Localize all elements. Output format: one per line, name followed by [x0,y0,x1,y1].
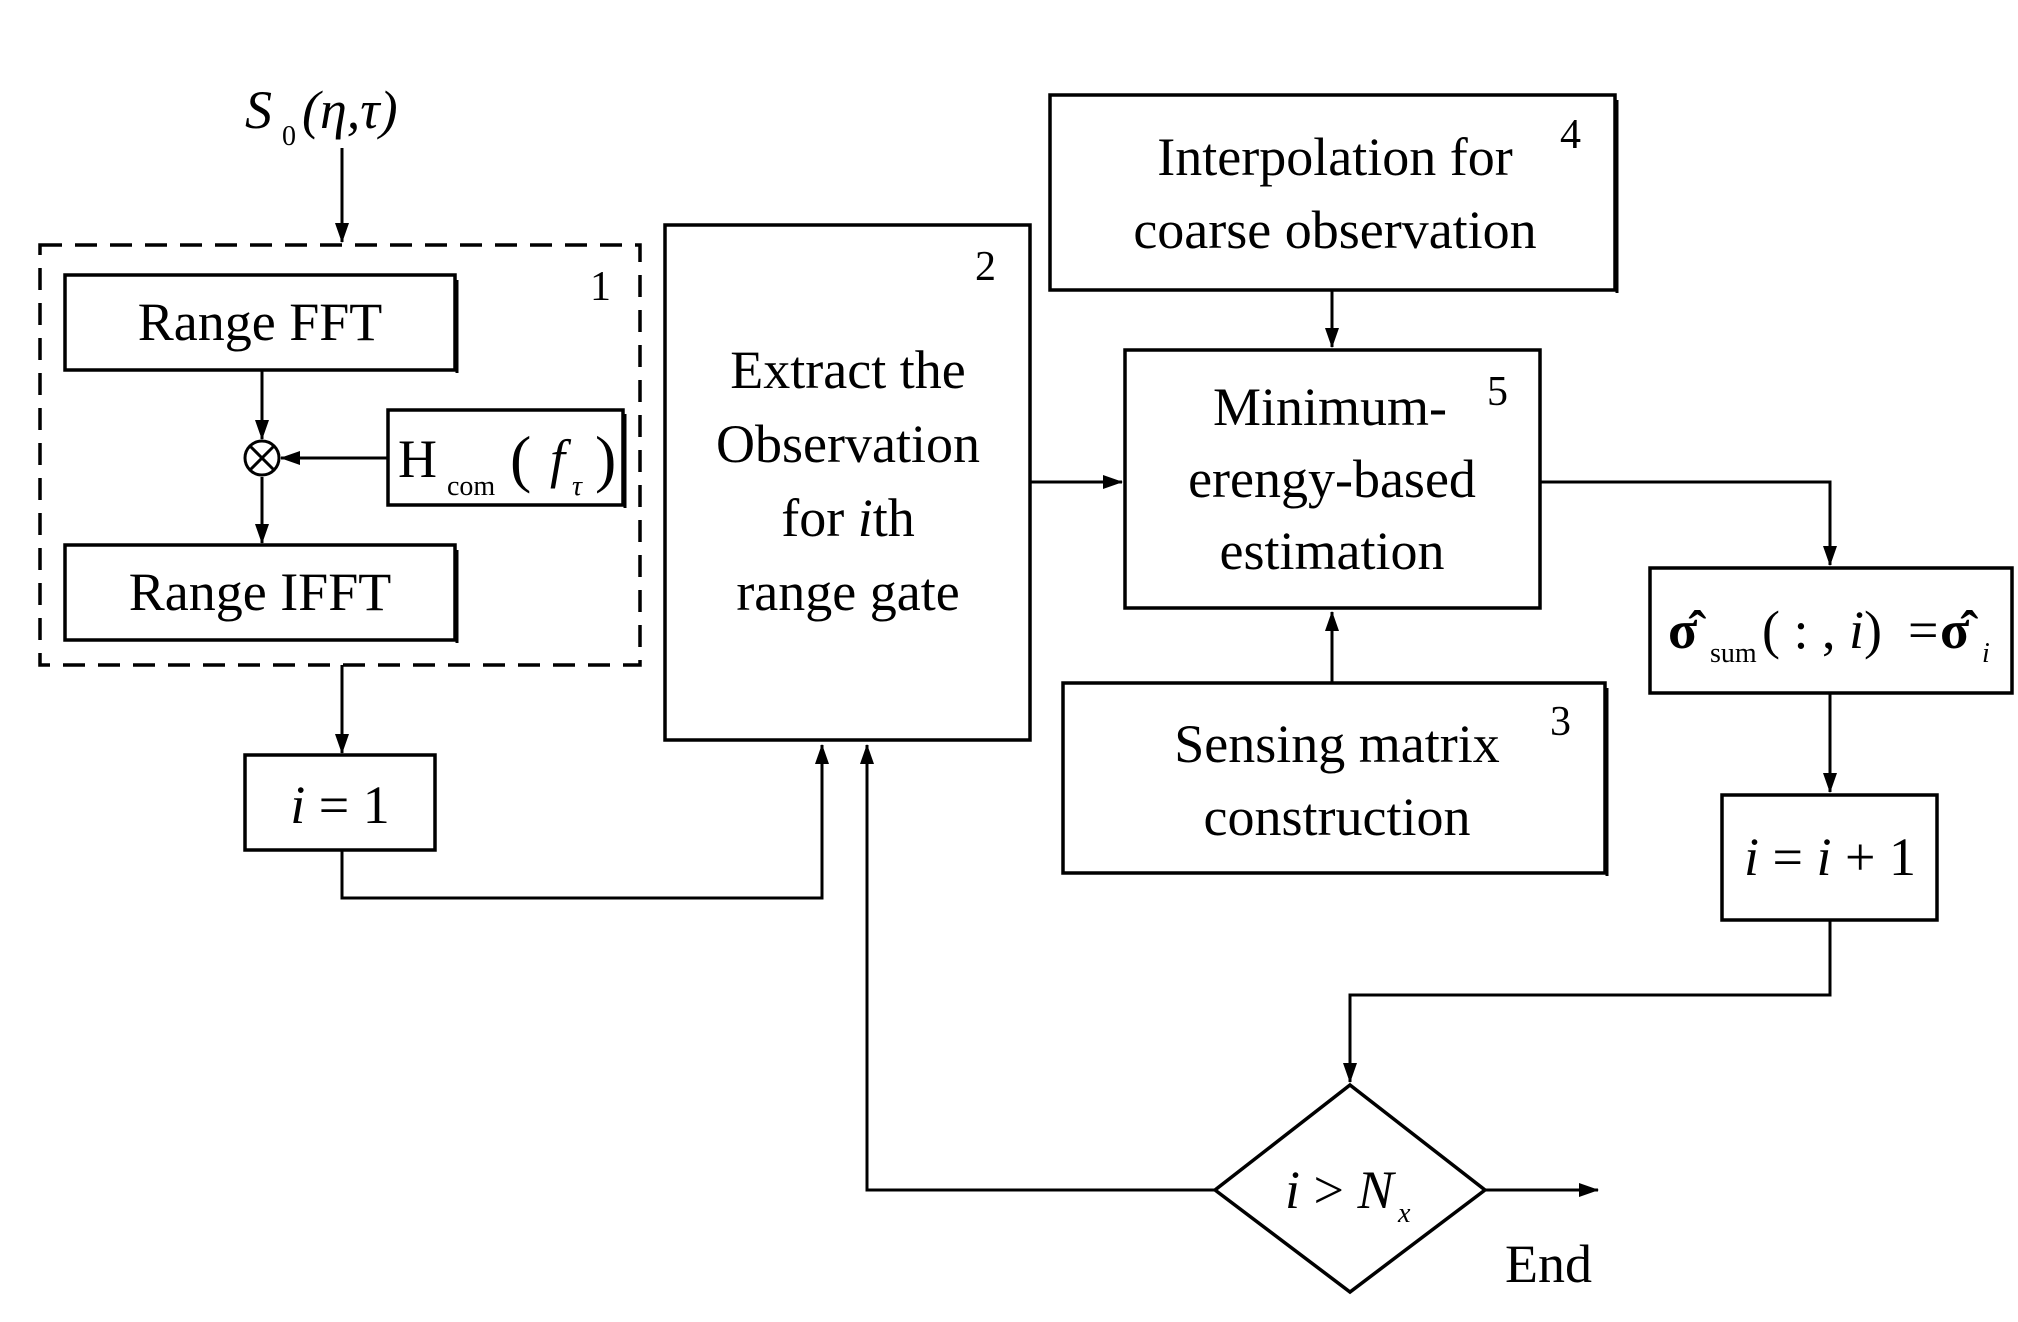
block2-line3: for ith [781,488,915,548]
block2-number: 2 [975,244,996,290]
block5-number: 5 [1487,369,1508,415]
assignment-rhs-subscript: i [1982,638,1990,669]
end-label: End [1505,1234,1592,1294]
arrow-init-to-block2 [340,744,829,900]
arrow-increment-to-condition [1343,920,1832,1083]
input-signal-label: S 0 (η,τ) [245,80,398,152]
range-ifft-label: Range IFFT [129,562,392,622]
interpolation-box [1048,93,1617,292]
arrow-block5-to-assignment [1540,480,1837,566]
input-args: (η,τ) [302,80,398,140]
condition-subscript: x [1397,1198,1411,1229]
increment-box [1720,793,1939,922]
assignment-lhs-subscript: sum [1710,638,1757,669]
block2-line2: Observation [716,414,980,474]
block5-line2: erengy-based [1188,449,1476,509]
block4-line1: Interpolation for [1157,127,1512,187]
block2-line4: range gate [736,562,959,622]
assignment-equals: = [1908,600,1938,660]
assignment-args: ( : , i) [1762,600,1882,660]
block4-line2: coarse observation [1133,200,1536,260]
block3-line2: construction [1204,787,1471,847]
filter-paren-open: ( [510,423,531,494]
block3-number: 3 [1550,699,1571,745]
input-subscript: 0 [282,121,296,152]
matched-filter-box [386,408,625,507]
range-fft-label: Range FFT [138,292,383,352]
filter-paren-close: ) [595,423,616,494]
init-counter-label: i = 1 [290,775,389,835]
filter-variable-subscript: τ [572,471,583,502]
arrow-loop-back-to-block2 [860,744,1215,1192]
range-ifft-box [63,543,457,642]
filter-subscript: com [447,471,495,502]
assignment-box [1648,566,2014,695]
condition-label: i > N [1285,1160,1396,1220]
multiplier-icon [243,439,281,477]
range-fft-box [63,273,457,372]
block3-line1: Sensing matrix [1174,714,1499,774]
block5-line1: Minimum- [1213,377,1447,437]
init-counter-box [243,753,437,852]
block2-line1: Extract the [730,340,965,400]
extract-observation-box [663,223,1032,742]
block1-dashed-frame [38,243,642,667]
estimation-box [1123,348,1542,610]
input-symbol: S [245,80,272,140]
sensing-matrix-box [1061,681,1607,875]
block4-number: 4 [1560,112,1581,158]
increment-label: i = i + 1 [1744,827,1916,887]
filter-symbol: H [398,429,437,489]
loop-condition-diamond [1212,1082,1488,1295]
block5-line3: estimation [1220,521,1445,581]
block1-number: 1 [590,264,611,310]
